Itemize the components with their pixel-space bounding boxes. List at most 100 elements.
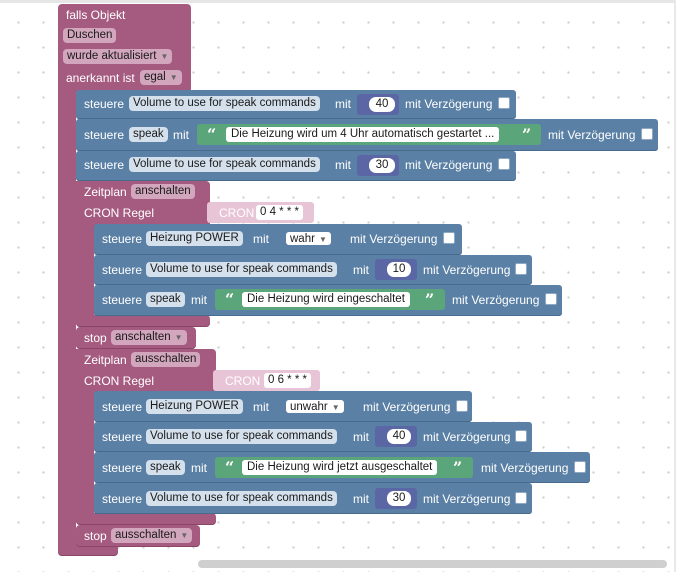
state-field[interactable]: Volume to use for speak commands [129, 157, 320, 172]
with-label: mit [191, 293, 207, 307]
delay-checkbox[interactable] [498, 97, 510, 109]
cron-value[interactable]: 0 4 * * * [256, 205, 303, 220]
state-field[interactable]: Heizung POWER [146, 399, 243, 414]
number-value[interactable]: 10 [387, 262, 411, 277]
delay-checkbox[interactable] [545, 293, 557, 305]
delay-label: mit Verzögerung [423, 263, 511, 277]
bool-value: wahr [290, 233, 315, 245]
event-block-bottom [58, 544, 118, 556]
schedule-name-field[interactable]: ausschalten [131, 352, 201, 367]
delay-label: mit Verzögerung [405, 97, 493, 111]
with-label: mit [335, 158, 351, 172]
delay-checkbox[interactable] [515, 263, 527, 275]
delay-label: mit Verzögerung [350, 232, 438, 246]
control-label: steuere [84, 128, 125, 142]
number-value[interactable]: 30 [387, 491, 411, 506]
state-field[interactable]: Volume to use for speak commands [146, 262, 337, 277]
delay-label: mit Verzögerung [452, 293, 540, 307]
trigger-value: wurde aktualisiert [67, 50, 157, 62]
delay-label: mit Verzögerung [481, 461, 569, 475]
control-label: steuere [102, 400, 143, 414]
with-label: mit [353, 492, 369, 506]
state-field[interactable]: Volume to use for speak commands [146, 491, 337, 506]
bool-dropdown[interactable]: wahr▼ [285, 231, 332, 246]
quote-open-icon: “ [207, 125, 217, 144]
right-border [674, 0, 676, 572]
quote-open-icon: “ [225, 458, 235, 477]
schedule-off-bottom [76, 513, 216, 525]
ack-label: anerkannt ist [66, 71, 135, 85]
cron-rule-label: CRON Regel [84, 374, 155, 388]
control-label: steuere [102, 430, 143, 444]
cron-value[interactable]: 0 6 * * * [264, 373, 311, 388]
stop-value: ausschalten [115, 529, 177, 541]
text-value[interactable]: Die Heizung wird eingeschaltet [242, 292, 410, 307]
schedule-label: Zeitplan [84, 185, 127, 199]
chevron-down-icon: ▼ [160, 52, 169, 61]
state-field[interactable]: Heizung POWER [146, 231, 243, 246]
with-label: mit [353, 263, 369, 277]
control-label: steuere [84, 97, 125, 111]
number-value[interactable]: 40 [387, 429, 411, 444]
state-field[interactable]: Volume to use for speak commands [146, 429, 337, 444]
cron-label: CRON [219, 206, 255, 220]
bool-dropdown[interactable]: unwahr▼ [285, 399, 345, 414]
event-block-spine [58, 80, 76, 555]
stop-dropdown[interactable]: ausschalten▼ [111, 528, 193, 543]
quote-close-icon: ” [522, 125, 532, 144]
schedule-label: Zeitplan [84, 353, 127, 367]
event-title: falls Objekt [66, 8, 126, 22]
control-label: steuere [102, 492, 143, 506]
with-label: mit [335, 97, 351, 111]
control-label: steuere [84, 158, 125, 172]
object-field[interactable]: Duschen [63, 28, 117, 43]
with-label: mit [253, 232, 269, 246]
delay-label: mit Verzögerung [423, 492, 511, 506]
trigger-dropdown[interactable]: wurde aktualisiert▼ [63, 49, 173, 64]
quote-close-icon: ” [453, 458, 463, 477]
delay-label: mit Verzögerung [405, 158, 493, 172]
with-label: mit [173, 128, 189, 142]
horizontal-scrollbar[interactable] [198, 560, 667, 568]
control-label: steuere [102, 232, 143, 246]
schedule-name-field[interactable]: anschalten [131, 184, 195, 199]
top-border [0, 0, 676, 3]
delay-checkbox[interactable] [443, 232, 455, 244]
control-label: steuere [102, 263, 143, 277]
delay-label: mit Verzögerung [423, 430, 511, 444]
cron-rule-label: CRON Regel [84, 206, 155, 220]
stop-label: stop [84, 331, 107, 345]
state-field[interactable]: Volume to use for speak commands [129, 96, 320, 111]
stop-value: anschalten [115, 331, 171, 343]
chevron-down-icon: ▼ [174, 333, 183, 342]
state-field[interactable]: speak [146, 460, 185, 475]
state-field[interactable]: speak [146, 292, 185, 307]
delay-checkbox[interactable] [456, 400, 468, 412]
delay-checkbox[interactable] [498, 158, 510, 170]
quote-open-icon: “ [225, 290, 235, 309]
delay-checkbox[interactable] [641, 128, 653, 140]
ack-dropdown[interactable]: egal▼ [140, 70, 182, 85]
control-label: steuere [102, 461, 143, 475]
text-value[interactable]: Die Heizung wird jetzt ausgeschaltet [242, 460, 438, 475]
state-field[interactable]: speak [129, 127, 168, 142]
stop-label: stop [84, 529, 107, 543]
text-value[interactable]: Die Heizung wird um 4 Uhr automatisch ge… [226, 127, 500, 142]
quote-close-icon: ” [425, 290, 435, 309]
chevron-down-icon: ▼ [318, 235, 327, 244]
number-value[interactable]: 30 [369, 158, 395, 173]
ack-value: egal [144, 71, 166, 83]
delay-label: mit Verzögerung [363, 400, 451, 414]
number-value[interactable]: 40 [369, 97, 395, 112]
delay-checkbox[interactable] [515, 430, 527, 442]
with-label: mit [191, 461, 207, 475]
schedule-on-bottom [76, 315, 210, 327]
chevron-down-icon: ▼ [169, 73, 178, 82]
control-label: steuere [102, 293, 143, 307]
stop-dropdown[interactable]: anschalten▼ [111, 330, 187, 345]
delay-label: mit Verzögerung [548, 128, 636, 142]
bool-value: unwahr [290, 401, 328, 413]
delay-checkbox[interactable] [515, 492, 527, 504]
cron-label: CRON [225, 374, 261, 388]
delay-checkbox[interactable] [574, 461, 586, 473]
